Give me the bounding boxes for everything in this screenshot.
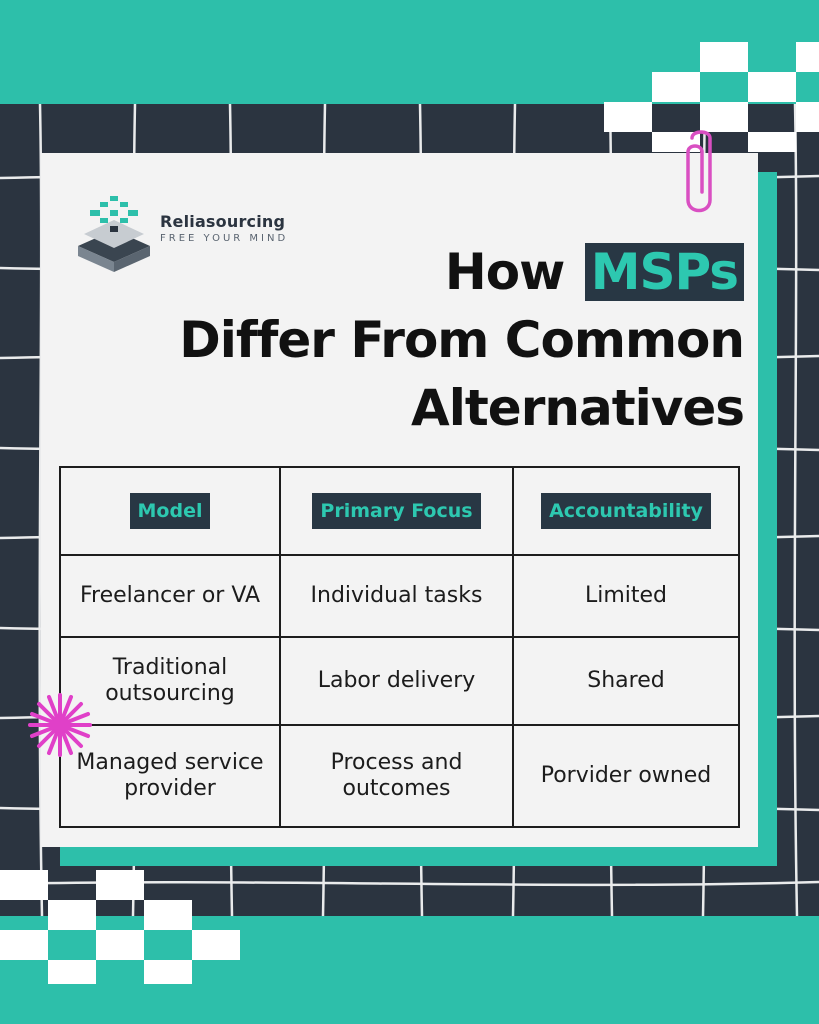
- brand-name: Reliasourcing: [160, 212, 286, 231]
- table-header-row: Model Primary Focus Accountability: [59, 466, 740, 556]
- table-cell: Managed service provider: [59, 724, 281, 828]
- table-row: Traditional outsourcing Labor delivery S…: [59, 636, 740, 726]
- table-cell: Limited: [512, 554, 740, 638]
- table-cell: Traditional outsourcing: [59, 636, 281, 726]
- paperclip-icon: [686, 130, 712, 213]
- header-label: Primary Focus: [312, 493, 481, 529]
- comparison-table: Model Primary Focus Accountability Freel…: [59, 466, 740, 828]
- header-model: Model: [59, 466, 281, 556]
- starburst-icon: [28, 693, 92, 757]
- header-accountability: Accountability: [512, 466, 740, 556]
- table-cell: Shared: [512, 636, 740, 726]
- title-line-3: Alternatives: [411, 379, 745, 437]
- table-cell: Process and outcomes: [279, 724, 514, 828]
- title-highlight: MSPs: [584, 243, 744, 301]
- table-cell: Labor delivery: [279, 636, 514, 726]
- brand-tagline: FREE YOUR MIND: [160, 233, 289, 244]
- header-label: Model: [129, 493, 211, 529]
- brand-text: Reliasourcing FREE YOUR MIND: [160, 212, 288, 244]
- title-line-1: How MSPs: [444, 243, 744, 301]
- header-label: Accountability: [541, 493, 711, 529]
- table-cell: Individual tasks: [279, 554, 514, 638]
- stacked-cube-layers-icon: [78, 196, 150, 272]
- table-cell: Porvider owned: [512, 724, 740, 828]
- table-cell: Freelancer or VA: [59, 554, 281, 638]
- table-row: Freelancer or VA Individual tasks Limite…: [59, 554, 740, 638]
- header-primary-focus: Primary Focus: [279, 466, 514, 556]
- title-line-2: Differ From Common: [179, 311, 745, 369]
- title-prefix: How: [444, 243, 565, 301]
- table-row: Managed service provider Process and out…: [59, 724, 740, 828]
